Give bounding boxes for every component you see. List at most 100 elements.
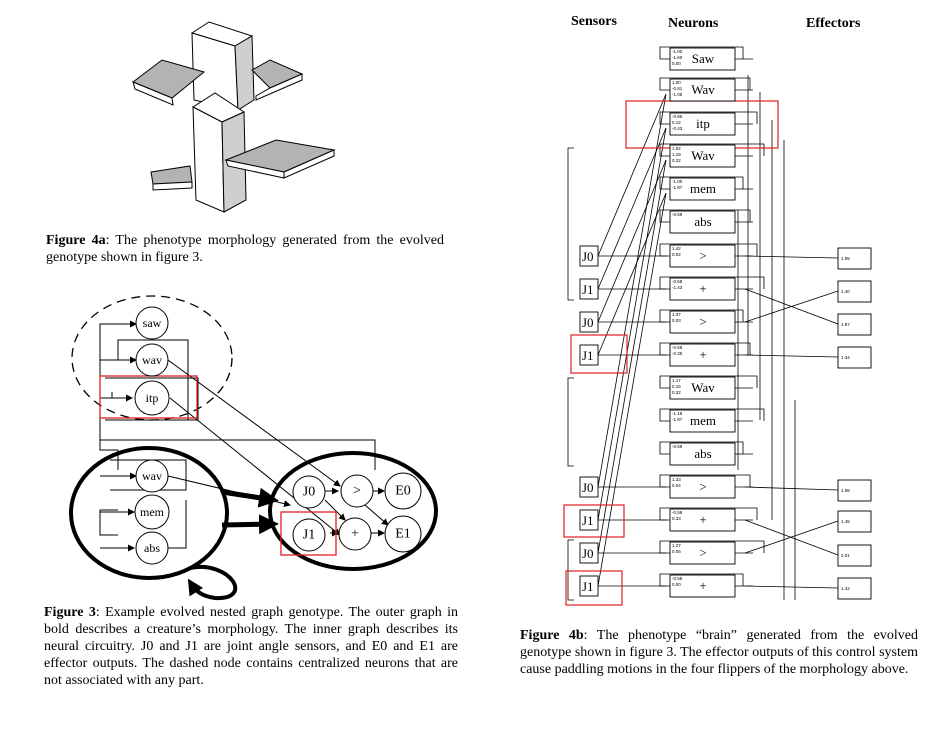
neuron-box xyxy=(669,409,736,433)
neuron-weight: -0.58 xyxy=(672,576,683,581)
neuron-weight: -0.58 xyxy=(672,510,683,515)
sensor-label: J0 xyxy=(582,480,594,495)
neuron-weight: 0.04 xyxy=(672,483,681,488)
brain-j1-highlight xyxy=(565,570,623,606)
neuron-label: > xyxy=(699,479,706,494)
neuron-weight: 1.17 xyxy=(672,378,681,383)
sensor-label: J1 xyxy=(582,513,594,528)
neuron-box xyxy=(669,177,736,201)
figure-4a-text: : The phenotype morphology generated fro… xyxy=(46,233,444,265)
neuron-label: + xyxy=(699,578,706,593)
neuron-weight: -0.59 xyxy=(672,212,683,217)
neuron-weight: -1.00 xyxy=(672,49,683,54)
neuron-box xyxy=(669,310,736,334)
neuron-box xyxy=(669,47,736,71)
neuron-weight: 1.27 xyxy=(672,543,681,548)
node-e1: E1 xyxy=(395,527,411,542)
sensor-label: J1 xyxy=(582,579,594,594)
header-effectors: Effectors xyxy=(806,16,861,31)
neuron-box xyxy=(669,574,736,598)
sensor-box xyxy=(579,509,599,531)
sensor-box xyxy=(579,476,599,498)
neuron-weight: 1.02 xyxy=(672,146,681,151)
neuron-box xyxy=(669,343,736,367)
node-j1: J1 xyxy=(303,528,315,543)
neuron-weight: 1.00 xyxy=(672,80,681,85)
effector-value: 1.98 xyxy=(841,488,850,493)
neuron-weight: -0.43 xyxy=(672,126,683,131)
neuron-weight: -0.58 xyxy=(672,345,683,350)
figure-4a-label: Figure 4a xyxy=(46,233,106,248)
node-saw: saw xyxy=(143,316,162,330)
neuron-box xyxy=(669,112,736,136)
neuron-weight: 1.42 xyxy=(672,246,681,251)
effector-value: 1.97 xyxy=(841,322,850,327)
effector-value: 1.45 xyxy=(841,519,850,524)
figure-3-label: Figure 3 xyxy=(44,605,96,620)
node-wav-central: wav xyxy=(142,353,162,367)
node-wav-body: wav xyxy=(142,469,162,483)
sensor-label: J0 xyxy=(582,315,594,330)
neuron-label: itp xyxy=(696,116,710,131)
sensor-label: J0 xyxy=(582,249,594,264)
effector-box xyxy=(837,510,872,533)
figure-4b-text: : The phenotype “brain” generated from t… xyxy=(520,628,918,677)
neuron-weight: 0.00 xyxy=(672,582,681,587)
sensor-label: J0 xyxy=(582,546,594,561)
neuron-label: Wav xyxy=(691,82,715,97)
neuron-weight: -0.81 xyxy=(672,86,683,91)
effector-value: 1.34 xyxy=(841,355,850,360)
figure-4b-caption: Figure 4b: The phenotype “brain” generat… xyxy=(520,627,918,678)
neuron-label: abs xyxy=(694,446,711,461)
node-itp: itp xyxy=(146,391,159,405)
neuron-weight: -1.18 xyxy=(672,411,683,416)
neuron-label: + xyxy=(699,512,706,527)
neuron-box xyxy=(669,508,736,532)
neuron-label: Saw xyxy=(692,51,715,66)
outer-node-body xyxy=(69,446,229,580)
effector-box xyxy=(837,247,872,270)
neuron-weight: -1.60 xyxy=(672,55,683,60)
neuron-weight: 0.32 xyxy=(672,390,681,395)
neuron-label: > xyxy=(699,314,706,329)
figure-4b-label: Figure 4b xyxy=(520,628,584,643)
neuron-box xyxy=(669,78,736,102)
neuron-weight: -1.43 xyxy=(672,285,683,290)
j1-highlight xyxy=(280,511,337,556)
neuron-weight: 0.05 xyxy=(672,549,681,554)
brain-j1-highlight xyxy=(570,334,628,374)
neuron-box xyxy=(669,210,736,234)
neuron-label: > xyxy=(699,545,706,560)
neuron-box xyxy=(669,277,736,301)
figure-3-caption: Figure 3: Example evolved nested graph g… xyxy=(44,604,458,689)
neuron-weight: 1.37 xyxy=(672,312,681,317)
sensor-box xyxy=(579,278,599,300)
neuron-weight: -1.08 xyxy=(672,92,683,97)
neuron-label: + xyxy=(699,347,706,362)
header-neurons: Neurons xyxy=(668,16,719,31)
neuron-box xyxy=(669,376,736,400)
sensor-label: J1 xyxy=(582,348,594,363)
neuron-weight: 0.12 xyxy=(672,120,681,125)
effector-value: 1.95 xyxy=(841,256,850,261)
sensor-box xyxy=(579,575,599,597)
outer-node-limb xyxy=(268,451,438,571)
effector-box xyxy=(837,544,872,567)
figure-4a-caption: Figure 4a: The phenotype morphology gene… xyxy=(46,232,444,266)
effector-value: 1.42 xyxy=(841,586,850,591)
neuron-label: abs xyxy=(694,214,711,229)
figure-3-text: : Example evolved nested graph genotype.… xyxy=(44,605,459,688)
neuron-weight: 0.03 xyxy=(672,318,681,323)
neuron-weight: 0.00 xyxy=(672,61,681,66)
effector-box xyxy=(837,280,872,303)
neuron-box xyxy=(669,442,736,466)
neuron-weight: 0.02 xyxy=(672,252,681,257)
node-abs: abs xyxy=(144,541,160,555)
effector-box xyxy=(837,313,872,336)
neuron-weight: -0.86 xyxy=(672,114,683,119)
neuron-weight: 0.15 xyxy=(672,384,681,389)
sensor-box xyxy=(579,311,599,333)
brain-j1-highlight xyxy=(563,504,625,538)
